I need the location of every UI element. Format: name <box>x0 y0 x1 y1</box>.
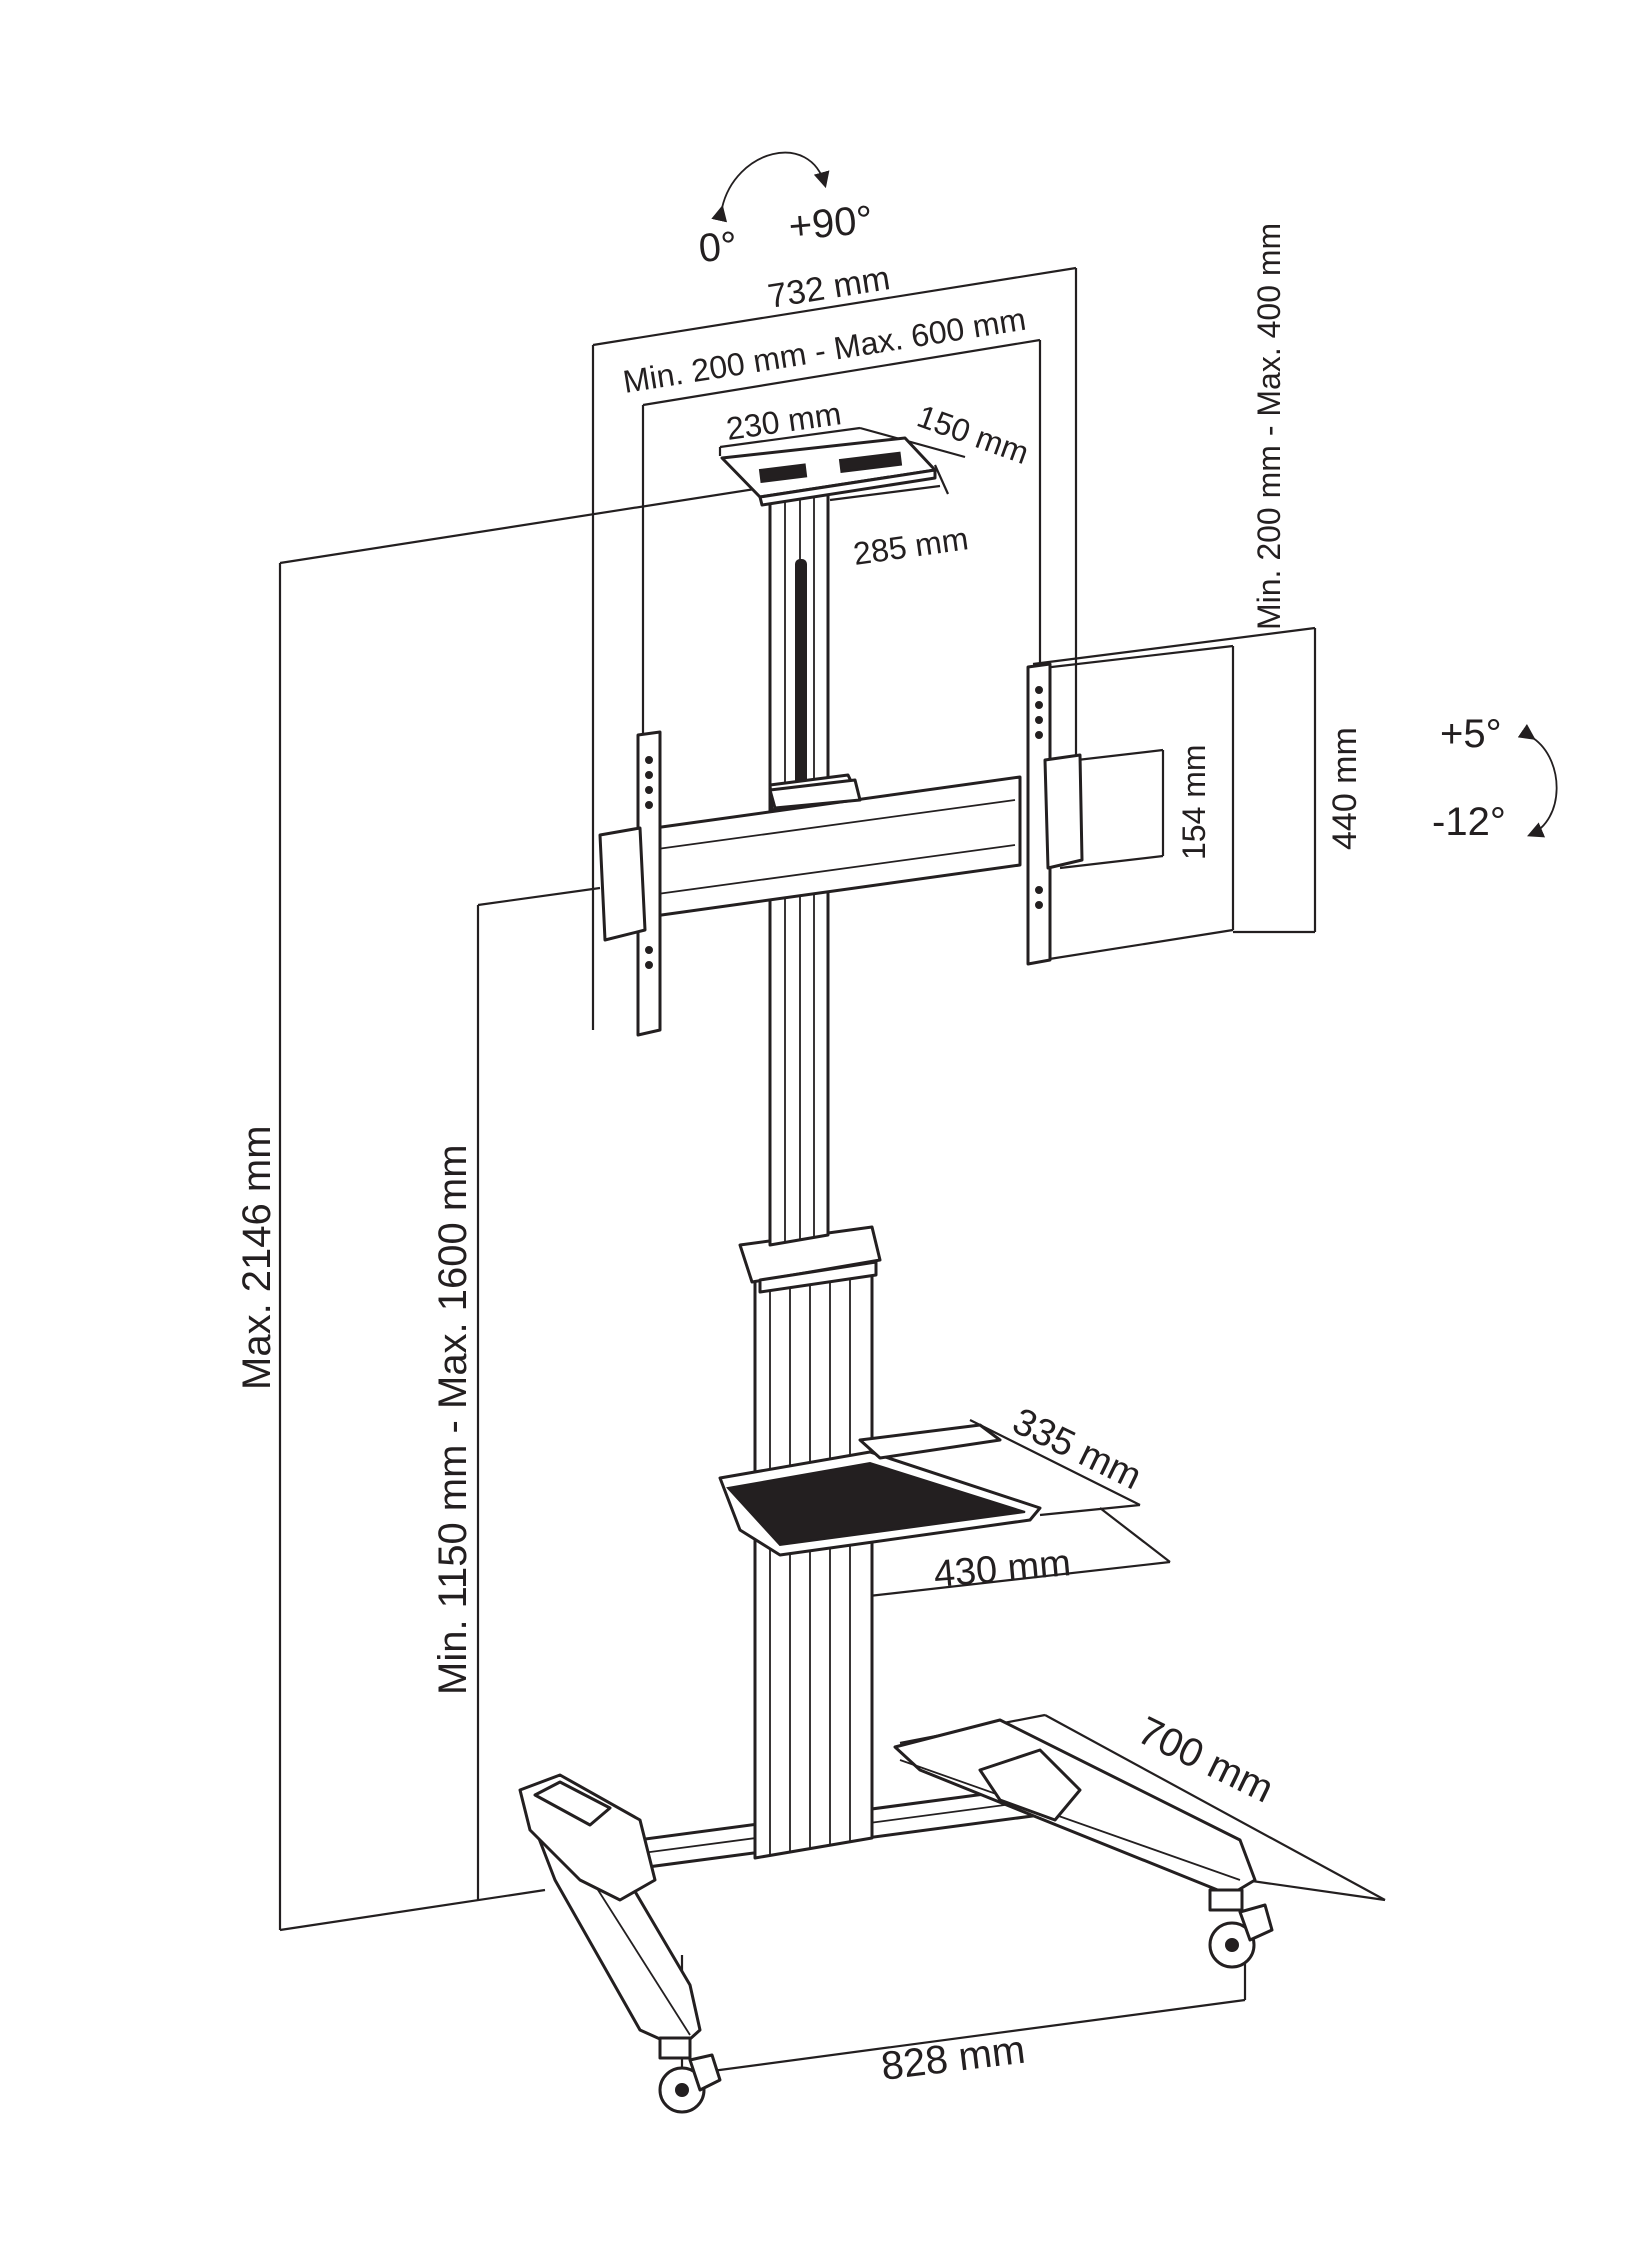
dim-top-shelf-width: 230 mm <box>724 395 843 447</box>
dim-vesa-horizontal: Min. 200 mm - Max. 600 mm <box>620 301 1028 400</box>
tilt-arc-icon <box>1517 723 1558 838</box>
dim-base-width: 828 mm <box>879 2028 1028 2089</box>
rotation-start-label: 0° <box>697 224 739 271</box>
dim-top-shelf-length: 285 mm <box>851 520 970 572</box>
column <box>738 490 882 1860</box>
dim-bracket-height: 440 mm <box>1326 727 1364 850</box>
dim-av-shelf-width: 430 mm <box>932 1542 1072 1596</box>
top-shelf <box>720 436 937 507</box>
tilt-down-label: -12° <box>1432 800 1506 844</box>
rotation-end-label: +90° <box>787 198 874 249</box>
caster-rear-right <box>1208 1888 1274 1969</box>
caster-front-left <box>658 2036 722 2114</box>
av-shelf <box>718 1423 1042 1557</box>
dim-mount-height-range: Min. 1150 mm - Max. 1600 mm <box>431 1144 475 1695</box>
tilt-indicator <box>1517 723 1558 838</box>
tilt-up-label: +5° <box>1440 712 1502 756</box>
dim-max-height: Max. 2146 mm <box>235 1125 279 1390</box>
caster-wheels <box>658 1888 1274 2114</box>
dim-vesa-vertical: Min. 200 mm - Max. 400 mm <box>1251 223 1287 630</box>
base-frame <box>518 1718 1257 2050</box>
dim-crossbar-height: 154 mm <box>1176 744 1212 860</box>
rotation-arc-icon <box>711 151 830 223</box>
tv-mount <box>598 662 1084 1037</box>
rotation-indicator <box>711 151 830 223</box>
dim-top-shelf-depth: 150 mm <box>913 398 1034 471</box>
